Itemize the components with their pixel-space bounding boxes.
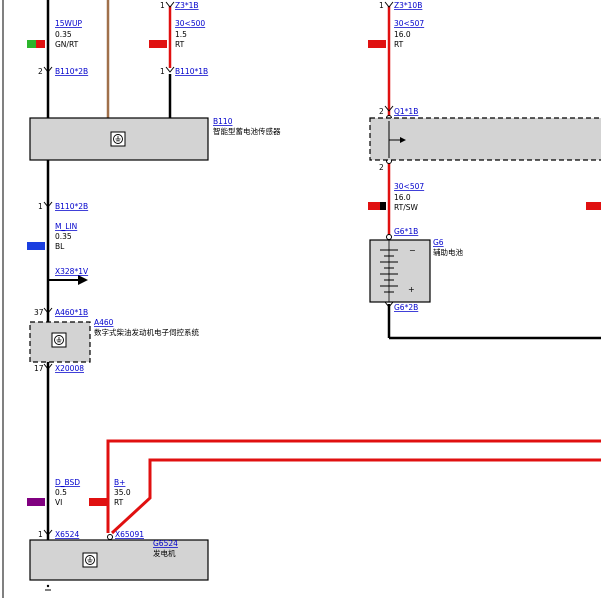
pin-symbol-z3-1b — [165, 1, 175, 8]
x328-arrow-icon — [78, 275, 88, 285]
wire-b-plus-inner[interactable] — [110, 458, 601, 535]
a460-ground-icon — [51, 332, 67, 348]
wire-b-plus-outer[interactable] — [106, 439, 601, 533]
pin-label-b110-1b[interactable]: B110*1B — [175, 67, 208, 76]
wire-label-m-lin[interactable]: M_LIN — [55, 222, 77, 231]
wire-label-d-bsd[interactable]: D_BSD — [55, 478, 80, 487]
pin-symbol-x20008 — [43, 363, 53, 370]
pin-symbol-b110-2b-bot — [43, 201, 53, 208]
pin-dot-g6-1b — [386, 234, 392, 240]
component-id-b110[interactable]: B110 — [213, 117, 233, 126]
pin-symbol-x6524 — [43, 529, 53, 536]
pin-label-g6-2b[interactable]: G6*2B — [394, 303, 418, 312]
pin-label-b110-2b-bot[interactable]: B110*2B — [55, 202, 88, 211]
swatch-d-bsd — [27, 498, 45, 506]
pin-label-x6524[interactable]: X6524 — [55, 530, 79, 539]
pin-num-b110-1b: 1 — [160, 67, 165, 76]
swatch-30-500 — [149, 40, 167, 48]
swatch-30-507-mid-b — [380, 202, 386, 210]
swatch-b-plus — [89, 498, 107, 506]
wire-label-30-507-mid[interactable]: 30<507 — [394, 182, 424, 191]
wire-color-b-plus: RT — [114, 498, 124, 507]
pin-num-x20008: 17 — [34, 364, 44, 373]
swatch-offscreen-right — [586, 202, 601, 210]
pin-label-z3-1b[interactable]: Z3*1B — [175, 1, 199, 10]
wire-size-30-507-mid: 16.0 — [394, 193, 411, 202]
wire-color-30-500: RT — [175, 40, 185, 49]
wire-label-b-plus[interactable]: B+ — [114, 478, 125, 487]
g6524-ground-dot — [46, 584, 50, 588]
wire-color-d-bsd: VI — [55, 498, 62, 507]
wire-label-30-500[interactable]: 30<500 — [175, 19, 205, 28]
component-desc-g6: 辅助电池 — [433, 247, 463, 257]
pin-symbol-b110-1b — [165, 66, 175, 73]
swatch-30-507-top — [368, 40, 386, 48]
pin-label-x20008[interactable]: X20008 — [55, 364, 84, 373]
pin-num-z3-1b: 1 — [160, 1, 165, 10]
pin-symbol-a460-1b — [43, 307, 53, 314]
component-desc-a460: 数字式柴油发动机电子伺控系统 — [94, 327, 199, 337]
wire-size-30-500: 1.5 — [175, 30, 187, 39]
wire-size-15wup: 0.35 — [55, 30, 72, 39]
swatch-15wup-b — [36, 40, 45, 48]
battery-minus-symbol: − — [409, 246, 416, 255]
wire-color-m-lin: BL — [55, 242, 65, 251]
q1-box[interactable] — [369, 117, 601, 161]
battery-plus-symbol: + — [408, 285, 415, 294]
pin-label-a460-1b[interactable]: A460*1B — [55, 308, 88, 317]
wire-size-m-lin: 0.35 — [55, 232, 72, 241]
pin-symbol-q1-1b — [384, 105, 394, 112]
pin-num-a460-1b: 37 — [34, 308, 44, 317]
wire-color-30-507-top: RT — [394, 40, 404, 49]
g6524-box[interactable] — [29, 539, 209, 581]
wire-label-15wup[interactable]: 15WUP — [55, 19, 82, 28]
component-desc-g6524: 发电机 — [153, 548, 176, 558]
pin-label-g6-1b[interactable]: G6*1B — [394, 227, 418, 236]
pin-symbol-b110-2b-top — [43, 66, 53, 73]
pin-symbol-g6-2b — [384, 301, 394, 308]
pin-num-q1-out: 2 — [379, 163, 384, 172]
wire-color-30-507-mid: RT/SW — [394, 203, 419, 212]
pin-dot-x65091 — [107, 534, 113, 540]
g6-box[interactable] — [369, 239, 431, 303]
q1-switch-icon — [388, 121, 406, 158]
pin-num-z3-10b: 1 — [379, 1, 384, 10]
wire-size-d-bsd: 0.5 — [55, 488, 67, 497]
pin-num-q1-1b: 2 — [379, 107, 384, 116]
pin-label-x65091[interactable]: X65091 — [115, 530, 144, 539]
g6524-ground-icon — [82, 552, 98, 568]
pin-num-x6524: 1 — [38, 530, 43, 539]
swatch-30-507-mid-a — [368, 202, 380, 210]
pin-label-q1-1b[interactable]: Q1*1B — [394, 107, 418, 116]
pin-num-b110-2b-top: 2 — [38, 67, 43, 76]
b110-ground-icon — [110, 131, 126, 147]
wire-swatches — [27, 40, 601, 506]
pin-label-z3-10b[interactable]: Z3*10B — [394, 1, 422, 10]
pin-label-b110-2b-top[interactable]: B110*2B — [55, 67, 88, 76]
swatch-15wup-a — [27, 40, 36, 48]
pin-symbol-z3-10b — [384, 1, 394, 8]
battery-icon — [380, 240, 398, 302]
component-id-g6524[interactable]: G6524 — [153, 539, 178, 548]
swatch-m-lin — [27, 242, 45, 250]
component-desc-b110: 智能型蓄电池传感器 — [213, 126, 281, 136]
component-id-a460[interactable]: A460 — [94, 318, 114, 327]
wire-size-30-507-top: 16.0 — [394, 30, 411, 39]
pin-markers — [43, 1, 394, 540]
wire-color-15wup: GN/RT — [55, 40, 79, 49]
pin-num-b110-2b-bot: 1 — [38, 202, 43, 211]
wire-size-b-plus: 35.0 — [114, 488, 131, 497]
wire-label-30-507-top[interactable]: 30<507 — [394, 19, 424, 28]
pin-label-x328[interactable]: X328*1V — [55, 267, 89, 276]
component-id-g6[interactable]: G6 — [433, 238, 444, 247]
